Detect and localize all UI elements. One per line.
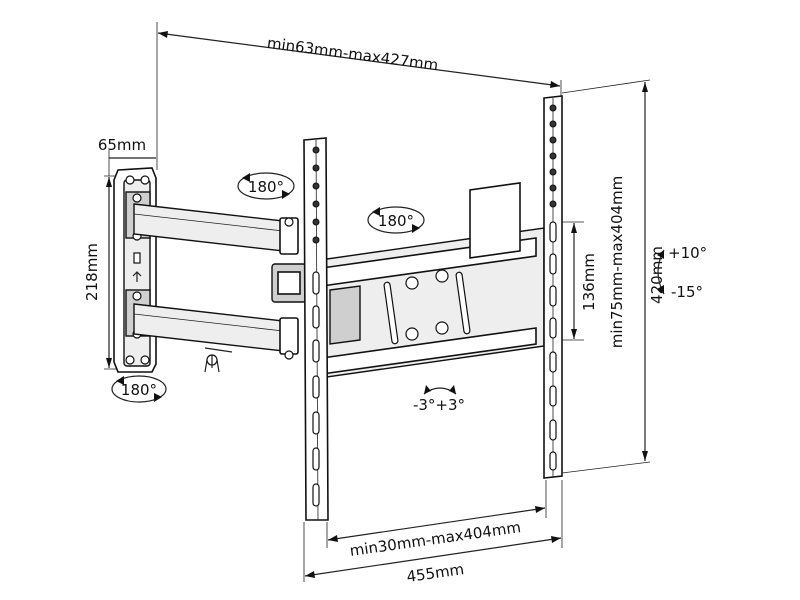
dimension-vesa-horizontal: min30mm-max404mm (326, 480, 547, 560)
dimension-top-width: min63mm-max427mm (156, 22, 562, 170)
rotation-wall-top: 180° (237, 172, 295, 200)
dimension-plate-height: 136mm (562, 221, 598, 341)
label-plate-height: 136mm (580, 253, 598, 311)
arm-joint (271, 263, 307, 303)
rotation-tilt: +10° -15° (657, 244, 707, 301)
swing-arm-upper (133, 203, 299, 255)
label-swivel-level: -3°+3° (413, 396, 465, 414)
label-vesa-vertical: min75mm-max404mm (608, 176, 626, 349)
wall-plate (113, 167, 157, 373)
rotation-arm: 180° (367, 206, 425, 234)
dimension-vesa-vertical: min75mm-max404mm (608, 176, 626, 349)
label-tilt-down: -15° (671, 283, 703, 301)
label-rotation-wall-top: 180° (248, 178, 284, 196)
label-total-width: 455mm (405, 560, 465, 586)
allen-key (204, 347, 233, 373)
label-wall-height: 218mm (83, 243, 101, 301)
label-wall-depth: 65mm (98, 136, 146, 154)
rotation-wall-bottom: 180° (111, 375, 167, 403)
label-top-width: min63mm-max427mm (266, 34, 439, 74)
dimension-wall-depth: 65mm (98, 136, 156, 176)
label-rotation-arm: 180° (378, 212, 414, 230)
dimension-wall-height: 218mm (83, 175, 122, 370)
rotation-swivel-level: -3°+3° (413, 385, 465, 414)
swing-arm-lower (133, 303, 299, 360)
tv-bracket-right (543, 95, 563, 479)
tv-bracket-left (303, 137, 329, 521)
label-rotation-wall-bottom: 180° (121, 381, 157, 399)
label-tilt-up: +10° (668, 244, 707, 262)
center-bracket (305, 182, 545, 381)
